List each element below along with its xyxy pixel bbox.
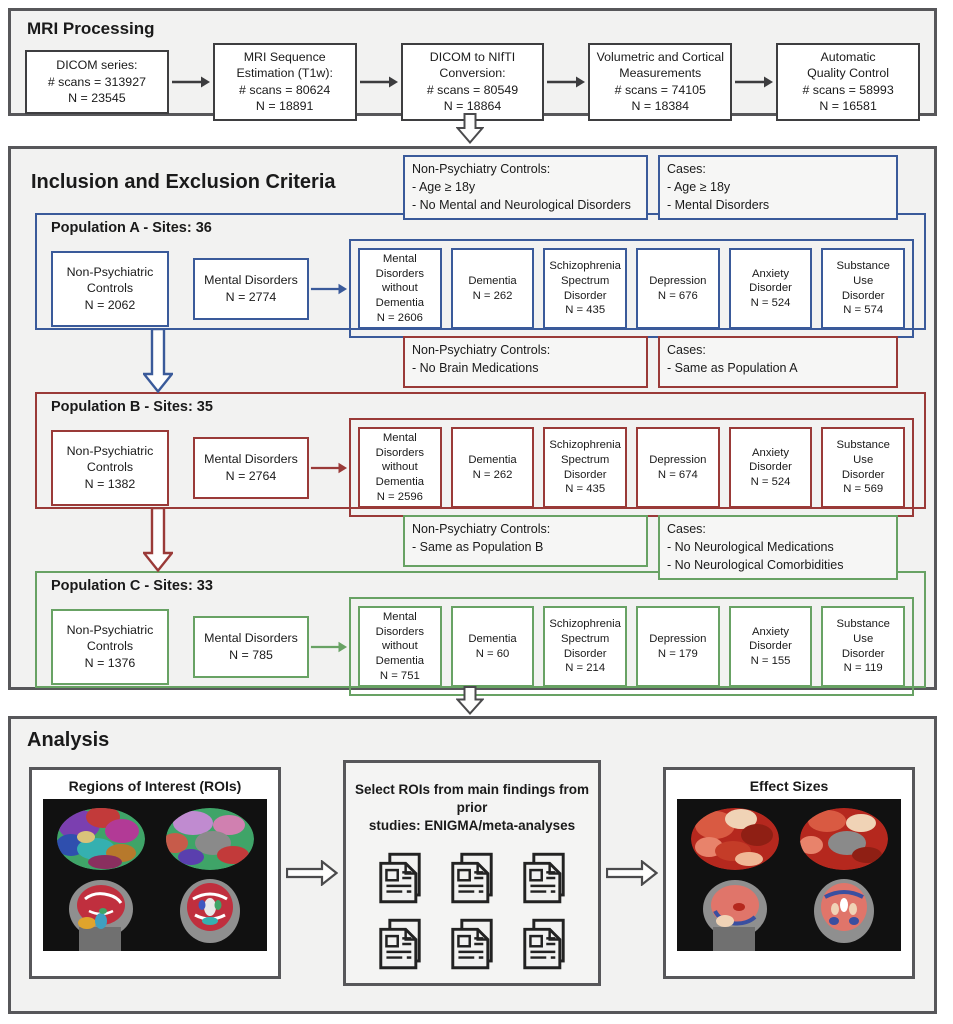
pop-c-mental-disorders-box: Mental Disorders N = 785 bbox=[193, 615, 309, 678]
document-stack-icon bbox=[375, 918, 425, 970]
pop-c-dx-no-dementia: Mental Disorders without Dementia N = 75… bbox=[358, 606, 442, 688]
document-stack-icon bbox=[375, 852, 425, 904]
pop-a-dx-substance: Substance Use Disorder N = 574 bbox=[821, 248, 906, 330]
population-a-row: Non-Psychiatric Controls N = 2062 Mental… bbox=[47, 239, 914, 339]
pop-a-dx-dementia: Dementia N = 262 bbox=[450, 248, 535, 330]
population-c-label: Population C - Sites: 33 bbox=[51, 578, 213, 594]
pop-b-dx-no-dementia: Mental Disorders without Dementia N = 25… bbox=[358, 427, 442, 509]
effect-sizes-box: Effect Sizes bbox=[663, 767, 915, 979]
document-stack-icon bbox=[519, 918, 569, 970]
pop-a-diagnosis-group: Mental Disorders without Dementia N = 26… bbox=[349, 239, 914, 339]
population-a-box: Population A - Sites: 36 Non-Psychiatric… bbox=[35, 213, 926, 339]
population-b-label: Population B - Sites: 35 bbox=[51, 399, 213, 415]
pop-c-controls-box: Non-Psychiatric Controls N = 1376 bbox=[51, 608, 169, 685]
criteria-a-controls: Non-Psychiatry Controls: - Age ≥ 18y - N… bbox=[403, 155, 648, 221]
effect-sizes-title: Effect Sizes bbox=[749, 778, 829, 794]
pop-a-mental-disorders-box: Mental Disorders N = 2774 bbox=[193, 257, 309, 320]
document-stack-grid bbox=[352, 852, 592, 970]
right-arrow-icon bbox=[310, 282, 348, 296]
block-arrow-right-icon bbox=[286, 860, 338, 886]
mri-pipeline-row: DICOM series: # scans = 313927 N = 23545… bbox=[11, 39, 934, 129]
analysis-row: Regions of Interest (ROIs) bbox=[11, 760, 934, 986]
criteria-b-cases: Cases: - Same as Population A bbox=[658, 336, 898, 388]
pop-b-controls-box: Non-Psychiatric Controls N = 1382 bbox=[51, 429, 169, 506]
population-c-row: Non-Psychiatric Controls N = 1376 Mental… bbox=[47, 597, 914, 697]
pop-b-diagnosis-group: Mental Disorders without Dementia N = 25… bbox=[349, 418, 914, 518]
pop-b-dx-schizophrenia: Schizophrenia Spectrum Disorder N = 435 bbox=[543, 427, 628, 509]
pop-b-dx-anxiety: Anxiety Disorder N = 524 bbox=[728, 427, 813, 509]
mri-step-dicom-series: DICOM series: # scans = 313927 N = 23545 bbox=[25, 49, 169, 114]
block-arrow-down-icon bbox=[143, 508, 173, 572]
block-arrow-down-icon bbox=[456, 686, 484, 715]
criteria-b-controls: Non-Psychiatry Controls: - No Brain Medi… bbox=[403, 336, 648, 388]
pop-a-dx-schizophrenia: Schizophrenia Spectrum Disorder N = 435 bbox=[543, 248, 628, 330]
right-arrow-icon bbox=[310, 461, 348, 475]
pop-c-dx-substance: Substance Use Disorder N = 119 bbox=[821, 606, 906, 688]
mri-step-quality-control: Automatic Quality Control # scans = 5899… bbox=[776, 43, 920, 121]
criteria-band-c: Non-Psychiatry Controls: - Same as Popul… bbox=[11, 508, 934, 581]
effect-sizes-brain-illustration bbox=[677, 799, 901, 951]
pop-b-dx-substance: Substance Use Disorder N = 569 bbox=[821, 427, 906, 509]
block-arrow-down-icon bbox=[456, 113, 484, 144]
right-arrow-icon bbox=[310, 640, 348, 654]
document-stack-icon bbox=[447, 918, 497, 970]
population-a-label: Population A - Sites: 36 bbox=[51, 220, 212, 236]
pop-a-dx-no-dementia: Mental Disorders without Dementia N = 26… bbox=[358, 248, 442, 330]
criteria-c-controls: Non-Psychiatry Controls: - Same as Popul… bbox=[403, 515, 648, 567]
population-b-row: Non-Psychiatric Controls N = 1382 Mental… bbox=[47, 418, 914, 518]
criteria-band-a: Non-Psychiatry Controls: - Age ≥ 18y - N… bbox=[11, 149, 934, 221]
criteria-c-cases: Cases: - No Neurological Medications - N… bbox=[658, 515, 898, 581]
roi-brain-illustration bbox=[43, 799, 267, 951]
mri-step-volumetric-measurements: Volumetric and Cortical Measurements # s… bbox=[588, 43, 733, 121]
mri-processing-section: MRI Processing DICOM series: # scans = 3… bbox=[8, 8, 937, 121]
pop-c-dx-depression: Depression N = 179 bbox=[636, 606, 720, 688]
analysis-title: Analysis bbox=[27, 729, 110, 751]
pop-b-dx-depression: Depression N = 674 bbox=[636, 427, 720, 509]
pop-b-mental-disorders-box: Mental Disorders N = 2764 bbox=[193, 436, 309, 499]
roi-box-title: Regions of Interest (ROIs) bbox=[68, 778, 242, 794]
roi-brain-image bbox=[43, 799, 267, 951]
right-arrow-icon bbox=[359, 75, 399, 89]
mri-step-nifti-conversion: DICOM to NIfTI Conversion: # scans = 805… bbox=[400, 43, 545, 121]
block-arrow-down-icon bbox=[143, 329, 173, 393]
population-b-box: Population B - Sites: 35 Non-Psychiatric… bbox=[35, 392, 926, 518]
criteria-band-b: Non-Psychiatry Controls: - No Brain Medi… bbox=[11, 329, 934, 393]
pop-b-dx-dementia: Dementia N = 262 bbox=[450, 427, 535, 509]
effect-sizes-brain-image bbox=[677, 799, 901, 951]
document-stack-icon bbox=[447, 852, 497, 904]
pop-a-dx-anxiety: Anxiety Disorder N = 524 bbox=[728, 248, 813, 330]
right-arrow-icon bbox=[171, 75, 211, 89]
pop-c-dx-dementia: Dementia N = 60 bbox=[450, 606, 535, 688]
right-arrow-icon bbox=[546, 75, 586, 89]
select-rois-box: Select ROIs from main findings from prio… bbox=[343, 760, 601, 986]
roi-box: Regions of Interest (ROIs) bbox=[29, 767, 281, 979]
inclusion-exclusion-title: Inclusion and Exclusion Criteria bbox=[31, 171, 336, 193]
population-c-box: Population C - Sites: 33 Non-Psychiatric… bbox=[35, 571, 926, 697]
mri-processing-title: MRI Processing bbox=[27, 19, 155, 38]
pop-c-dx-schizophrenia: Schizophrenia Spectrum Disorder N = 214 bbox=[543, 606, 628, 688]
inclusion-exclusion-section: Inclusion and Exclusion Criteria Non-Psy… bbox=[8, 146, 937, 697]
pop-a-controls-box: Non-Psychiatric Controls N = 2062 bbox=[51, 250, 169, 327]
block-arrow-right-icon bbox=[606, 860, 658, 886]
pop-c-diagnosis-group: Mental Disorders without Dementia N = 75… bbox=[349, 597, 914, 697]
pop-a-dx-depression: Depression N = 676 bbox=[636, 248, 720, 330]
criteria-a-cases: Cases: - Age ≥ 18y - Mental Disorders bbox=[658, 155, 898, 221]
analysis-section: Analysis Regions of Interest (ROIs) bbox=[8, 716, 937, 1014]
pop-c-dx-anxiety: Anxiety Disorder N = 155 bbox=[728, 606, 813, 688]
mri-step-sequence-estimation: MRI Sequence Estimation (T1w): # scans =… bbox=[212, 43, 357, 121]
document-stack-icon bbox=[519, 852, 569, 904]
select-rois-note: Select ROIs from main findings from prio… bbox=[354, 782, 590, 834]
right-arrow-icon bbox=[734, 75, 774, 89]
